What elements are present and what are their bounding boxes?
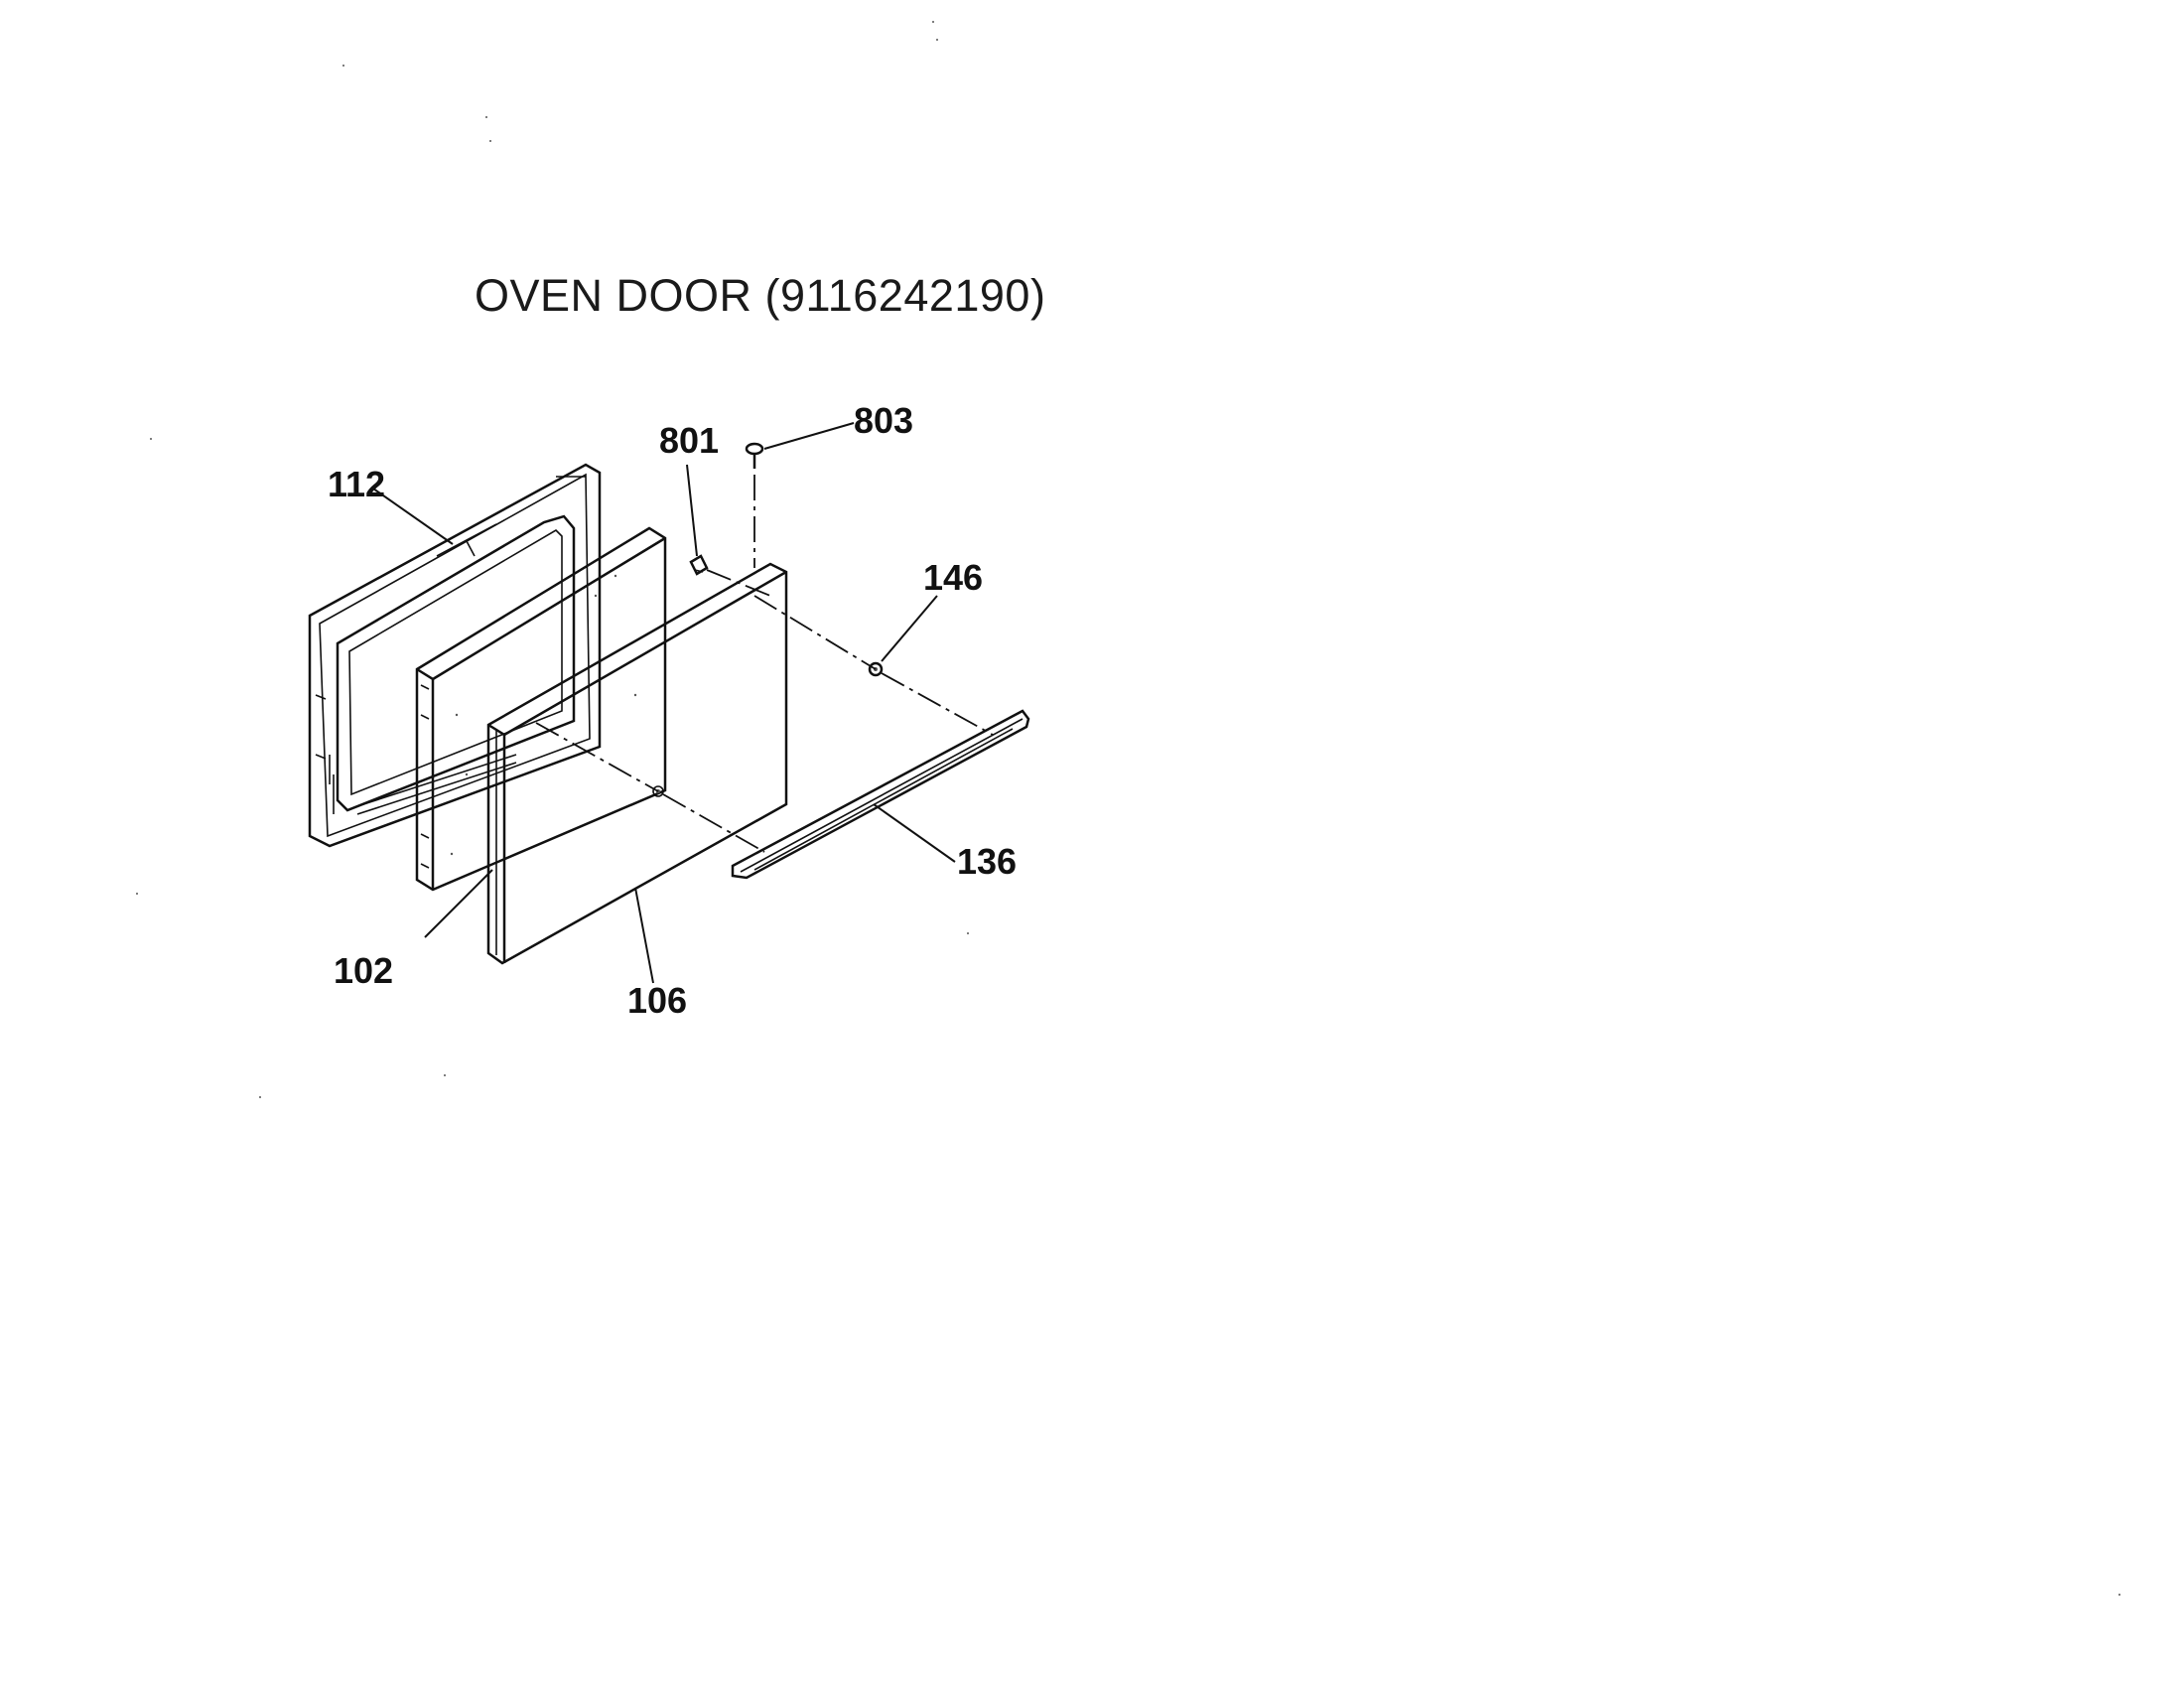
part-803-screw (745, 442, 764, 469)
callout-136: 136 (957, 841, 1017, 882)
part-112-door-frame (308, 463, 602, 848)
callout-146: 146 (923, 557, 983, 598)
part-136-trim-strip (731, 709, 1030, 880)
callout-112: 112 (328, 464, 385, 504)
leader-lines (372, 422, 956, 984)
callout-803: 803 (854, 400, 913, 441)
diagram-title: OVEN DOOR (9116242190) (475, 270, 1046, 321)
assembly-dash-lines (535, 475, 994, 853)
callout-106: 106 (627, 980, 687, 1021)
callout-801: 801 (659, 420, 719, 461)
scan-specks (136, 21, 2120, 1596)
part-106-outer-door-panel (486, 562, 788, 965)
part-102-inner-panel (415, 526, 667, 892)
callout-102: 102 (334, 950, 393, 991)
part-801-bumper (689, 554, 709, 576)
